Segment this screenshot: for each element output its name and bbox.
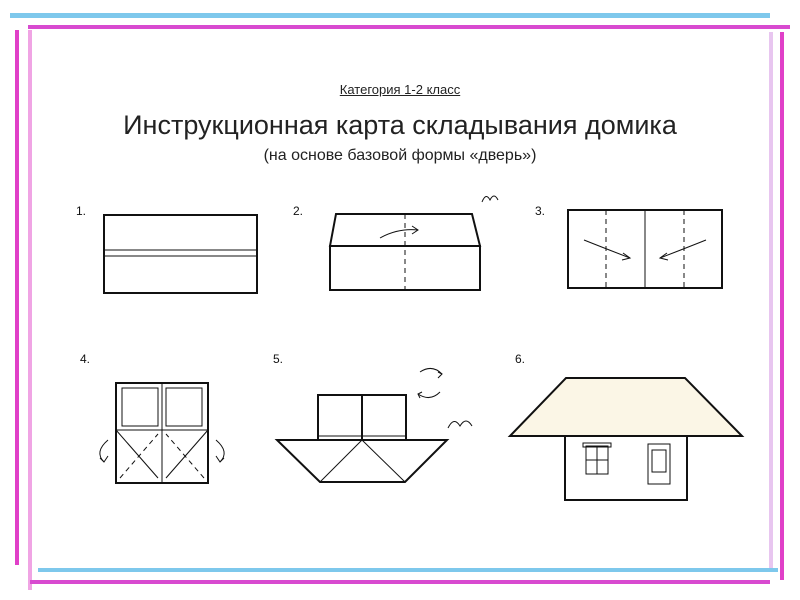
- step-5-figure: [274, 368, 473, 483]
- page-subtitle: (на основе базовой формы «дверь»): [263, 147, 537, 164]
- frame-top-blue-bar: [10, 13, 770, 18]
- step-2-figure: [328, 195, 499, 291]
- step-3-figure: [567, 209, 723, 289]
- step-5-rotate-top-arrow-icon: [419, 368, 443, 375]
- step-6-number: 6.: [515, 352, 526, 366]
- frame-bottom-blue-bar: [38, 568, 778, 572]
- step-3-number: 3.: [535, 204, 546, 218]
- house-door: [647, 443, 671, 485]
- step-5-turn-arrow-icon: [447, 420, 473, 429]
- frame-top-magenta-bar: [28, 25, 790, 29]
- step-1-figure: [103, 214, 258, 294]
- step-2-turn-arrow-icon: [481, 195, 499, 203]
- step-4-figure: [99, 382, 225, 484]
- frame-bottom-magenta-bar: [30, 580, 770, 584]
- step-4-number: 4.: [80, 352, 91, 366]
- step-1-number: 1.: [76, 204, 87, 218]
- category-label: Категория 1-2 класс: [339, 82, 461, 97]
- frame-left-pink-bar: [28, 30, 32, 590]
- page-title: Инструкционная карта складывания домика: [123, 110, 677, 140]
- step-6-figure: [507, 377, 745, 501]
- step-5-rotate-bottom-arrow-icon: [417, 391, 441, 398]
- frame-right-lavender-bar: [769, 32, 773, 572]
- step-2-number: 2.: [293, 204, 304, 218]
- frame-left-magenta-bar: [15, 30, 19, 565]
- frame-right-magenta-bar: [780, 32, 784, 580]
- step-5-number: 5.: [273, 352, 284, 366]
